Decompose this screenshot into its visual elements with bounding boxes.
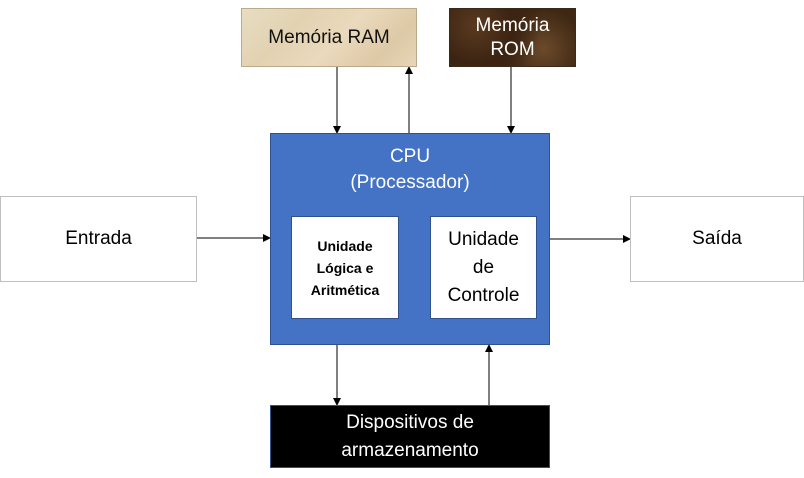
storage-label-line1: Dispositivos de (346, 411, 474, 433)
cpu-label-line1: CPU (389, 146, 431, 167)
control-unit-label-line1: Unidade (448, 228, 519, 250)
control-unit-label-line2: de (472, 256, 495, 278)
input-label: Entrada (65, 228, 132, 249)
alu-node: Unidade Lógica e Aritmética (291, 216, 399, 319)
alu-label-line1: Unidade (317, 237, 373, 254)
rom-memory-label-line1: Memória (475, 14, 550, 36)
alu-label-line2: Lógica e (316, 259, 374, 276)
control-unit-node: Unidade de Controle (430, 216, 537, 319)
input-node: Entrada (0, 196, 197, 282)
rom-memory-label-line2: ROM (490, 38, 535, 60)
ram-memory-label: Memória RAM (268, 26, 390, 48)
alu-label-line3: Aritmética (310, 281, 380, 298)
cpu-label-line2: (Processador) (350, 172, 470, 193)
control-unit-label-line3: Controle (447, 284, 520, 306)
output-node: Saída (630, 196, 804, 282)
storage-devices-node: Dispositivos de armazenamento (270, 405, 550, 468)
storage-label-line2: armazenamento (341, 439, 479, 461)
ram-memory-node: Memória RAM (241, 8, 417, 67)
rom-memory-node: Memória ROM (449, 8, 576, 67)
cpu-title: CPU (Processador) (271, 144, 549, 196)
output-label: Saída (692, 228, 742, 249)
